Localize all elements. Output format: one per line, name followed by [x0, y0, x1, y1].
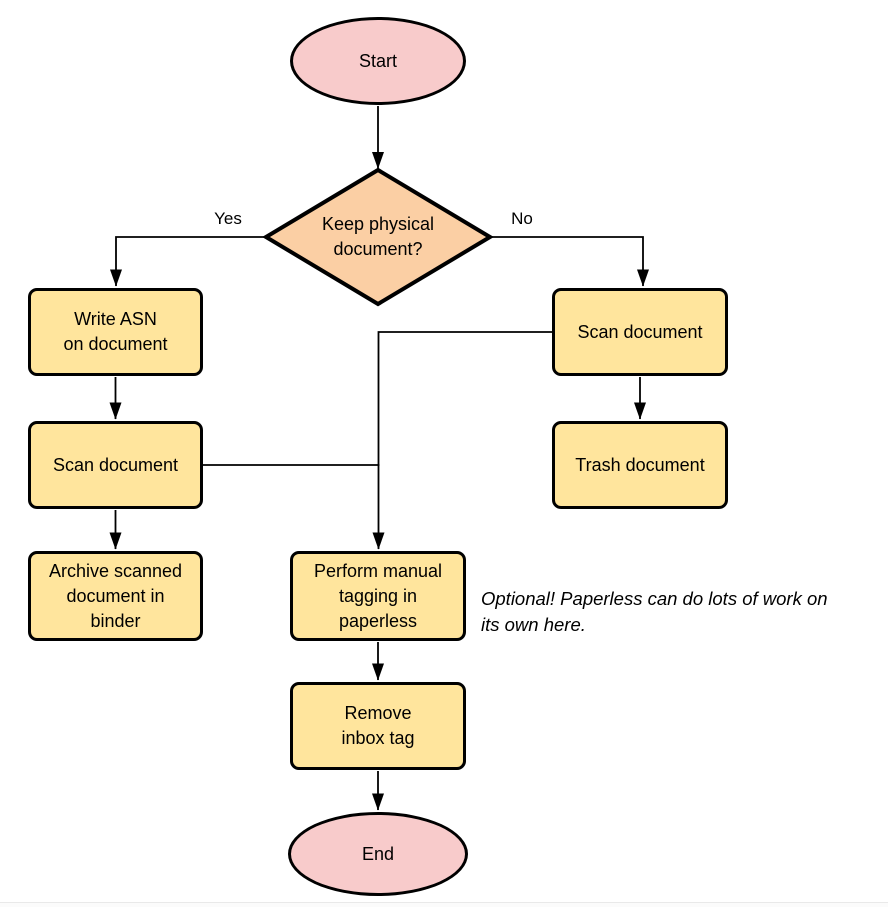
edge-decision-yes-to-write-asn — [110, 236, 266, 287]
edge-scan-right-to-tagging — [372, 331, 552, 550]
node-start: Start — [290, 17, 466, 105]
node-remove-inbox-tag-label: Remove inbox tag — [341, 703, 415, 748]
node-decision-label: Keep physical document? — [321, 214, 435, 259]
node-write-asn-label: Write ASN on document — [63, 309, 168, 354]
page-bottom-edge — [0, 902, 888, 907]
decision-diamond-shape — [262, 167, 494, 307]
node-scan-document-right-label: Scan document — [577, 321, 703, 342]
node-trash-document: Trash document — [552, 421, 728, 509]
node-archive-binder: Archive scanned document in binder — [28, 551, 203, 641]
node-archive-binder-label: Archive scanned document in binder — [48, 560, 183, 631]
node-write-asn: Write ASN on document — [28, 288, 203, 376]
node-end-label: End — [361, 843, 395, 864]
node-end: End — [288, 812, 468, 896]
node-scan-document-right: Scan document — [552, 288, 728, 376]
node-scan-document-left: Scan document — [28, 421, 203, 509]
annotation-optional-note: Optional! Paperless can do lots of work … — [481, 588, 828, 635]
node-manual-tagging: Perform manual tagging in paperless — [290, 551, 466, 641]
edge-label-yes: Yes — [214, 209, 242, 228]
node-remove-inbox-tag: Remove inbox tag — [290, 682, 466, 770]
node-manual-tagging-label: Perform manual tagging in paperless — [313, 560, 443, 631]
node-trash-document-label: Trash document — [575, 454, 705, 475]
edge-label-no: No — [511, 209, 533, 228]
edge-decision-no-to-scan-right — [490, 236, 649, 287]
node-start-label: Start — [358, 50, 397, 71]
node-scan-document-left-label: Scan document — [52, 454, 179, 475]
